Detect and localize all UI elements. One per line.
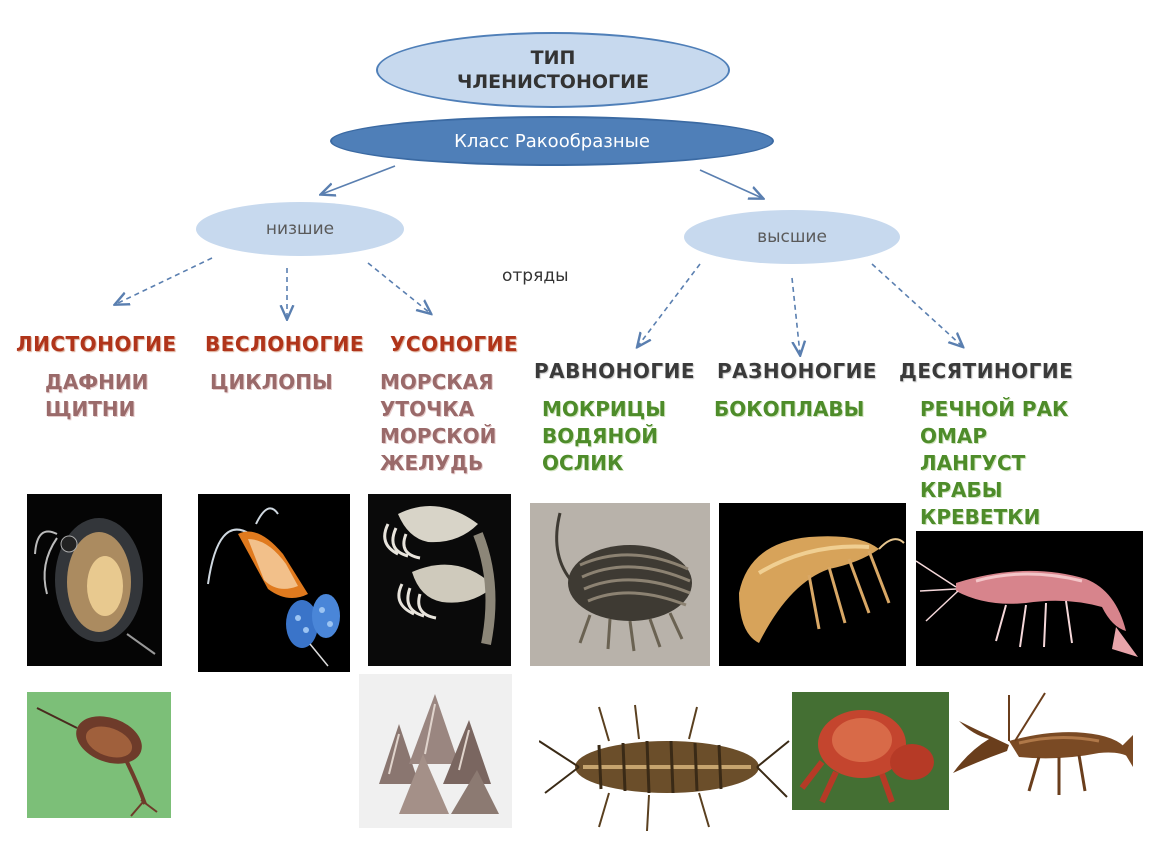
class-node-label: Класс Ракообразные <box>454 130 650 152</box>
order-name-5: РАЗНОНОГИЕ <box>717 359 877 383</box>
woodlouse-photo <box>530 503 710 666</box>
higher-node: высшие <box>684 210 900 264</box>
root-line-2: ЧЛЕНИСТОНОГИЕ <box>456 71 649 93</box>
order-name-2: ВЕСЛОНОГИЕ <box>205 332 365 356</box>
arrow-class-to-lower <box>322 165 396 194</box>
crab-photo <box>792 692 949 810</box>
order-examples-6: РЕЧНОЙ РАК ОМАР ЛАНГУСТ КРАБЫ КРЕВЕТКИ <box>920 397 1069 529</box>
goose-barnacle-photo <box>368 494 511 666</box>
arrow-lower-to-order-1 <box>116 257 213 304</box>
crayfish-photo <box>949 691 1133 809</box>
shrimp-photo <box>916 531 1143 666</box>
order-examples-1: ДАФНИИ ЩИТНИ <box>45 370 149 421</box>
order-name-6: ДЕСЯТИНОГИЕ <box>899 359 1074 383</box>
arrow-higher-to-order-4 <box>638 263 701 346</box>
order-name-1: ЛИСТОНОГИЕ <box>16 332 177 356</box>
arrow-lower-to-order-3 <box>367 262 430 313</box>
order-name-4: РАВНОНОГИЕ <box>534 359 696 383</box>
order-examples-2: ЦИКЛОПЫ <box>210 370 333 394</box>
order-examples-5: БОКОПЛАВЫ <box>714 397 865 421</box>
amphipod-photo <box>719 503 906 666</box>
root-line-1: ТИП <box>530 47 576 69</box>
orders-label: отряды <box>502 266 569 286</box>
lower-node-label: низшие <box>265 219 335 239</box>
arrow-class-to-higher <box>699 169 762 198</box>
order-examples-4: МОКРИЦЫ ВОДЯНОЙ ОСЛИК <box>542 397 666 475</box>
arrow-higher-to-order-6 <box>871 263 962 346</box>
higher-node-label: высшие <box>757 227 827 247</box>
arrow-higher-to-order-5 <box>791 277 800 354</box>
class-node: Класс Ракообразные <box>330 116 774 166</box>
order-name-3: УСОНОГИЕ <box>390 332 518 356</box>
daphnia-photo <box>27 494 162 666</box>
order-examples-3: МОРСКАЯ УТОЧКА МОРСКОЙ ЖЕЛУДЬ <box>380 370 497 475</box>
root-node: ТИП ЧЛЕНИСТОНОГИЕ <box>376 32 730 108</box>
cyclops-photo <box>198 494 350 672</box>
acorn-barnacle-photo <box>359 674 512 828</box>
lower-node: низшие <box>196 202 404 256</box>
triops-photo <box>27 692 171 818</box>
water-louse-photo <box>539 701 791 836</box>
